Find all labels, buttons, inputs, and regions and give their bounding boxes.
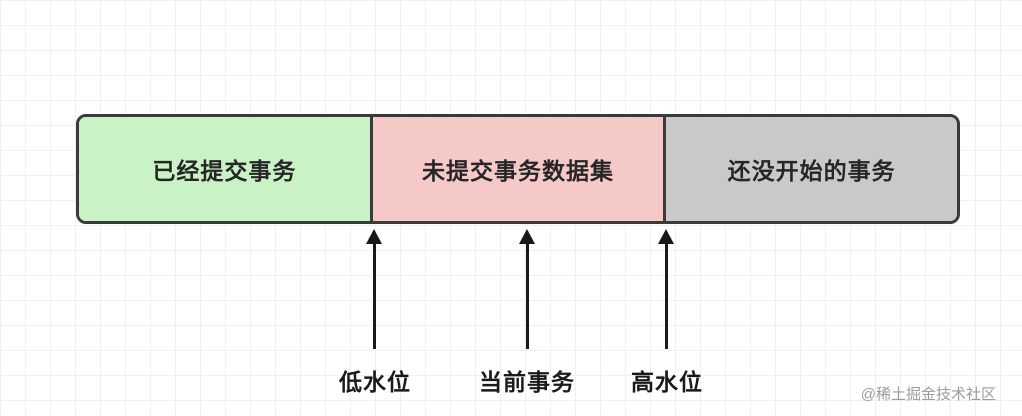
arrow-head-icon (658, 229, 674, 244)
current-transaction-label: 当前事务 (479, 369, 575, 395)
arrow-head-icon (519, 229, 535, 244)
community-watermark: @稀土掘金技术社区 (860, 386, 996, 403)
arrow-head-icon (366, 229, 382, 244)
segment-committed: 已经提交事务 (79, 117, 370, 221)
segment-uncommitted: 未提交事务数据集 (369, 117, 664, 221)
current-transaction-arrow-icon (518, 229, 536, 349)
segment-not-started: 还没开始的事务 (663, 117, 957, 221)
transaction-band: 已经提交事务 未提交事务数据集 还没开始的事务 (76, 114, 960, 224)
low-watermark-label: 低水位 (339, 369, 411, 395)
segment-committed-label: 已经提交事务 (152, 158, 297, 184)
high-watermark-arrow-icon (657, 229, 675, 349)
arrow-shaft (525, 244, 529, 349)
low-watermark-arrow-icon (365, 229, 383, 349)
arrow-shaft (664, 244, 668, 349)
high-watermark-label: 高水位 (631, 369, 703, 395)
segment-uncommitted-label: 未提交事务数据集 (422, 158, 614, 184)
arrow-shaft (372, 244, 376, 349)
segment-not-started-label: 还没开始的事务 (727, 158, 896, 184)
